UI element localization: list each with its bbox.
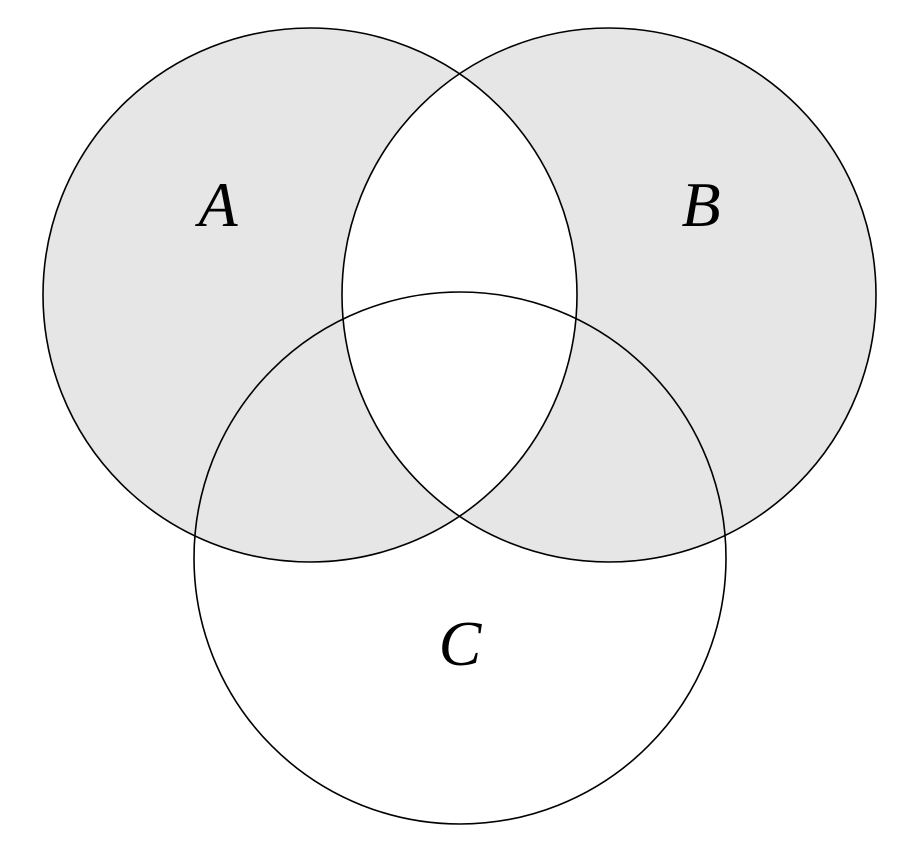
circle-b-outline: [341, 27, 877, 563]
circle-a-outline: [42, 27, 578, 563]
set-label-a: A: [194, 169, 238, 240]
set-label-c: C: [439, 608, 483, 679]
circle-c-outline: [193, 291, 727, 825]
set-label-b: B: [681, 169, 720, 240]
shaded-region-a-xor-b: [43, 27, 876, 563]
